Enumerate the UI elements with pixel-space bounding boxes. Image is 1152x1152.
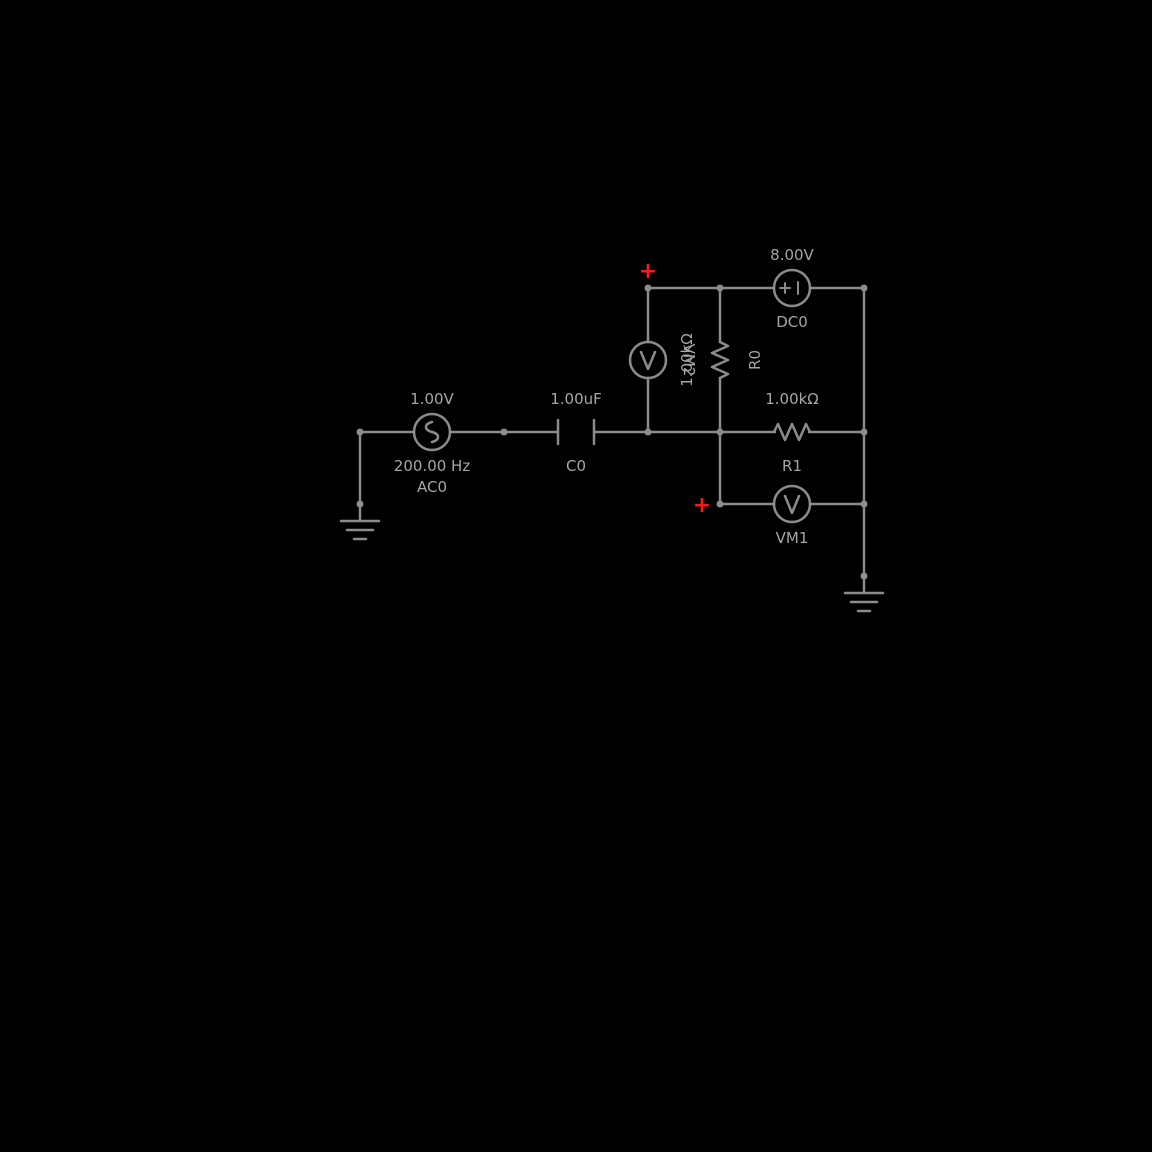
- ac-source-voltage-label: 1.00V: [410, 390, 454, 408]
- node[interactable]: [716, 428, 724, 436]
- ac-source-ac0[interactable]: 1.00V 200.00 Hz AC0: [394, 390, 471, 496]
- voltmeter-vm2[interactable]: + VM2: [628, 259, 698, 380]
- ground-left[interactable]: [339, 519, 381, 541]
- node[interactable]: [356, 428, 364, 436]
- voltmeter-vm1[interactable]: + VM1: [693, 484, 812, 547]
- vm2-name-label: VM2: [680, 344, 698, 377]
- vm2-positive-terminal: +: [639, 259, 657, 284]
- voltmeter-icon: [772, 484, 812, 524]
- node[interactable]: [500, 428, 508, 436]
- node[interactable]: [860, 428, 868, 436]
- vm1-name-label: VM1: [776, 529, 809, 547]
- node[interactable]: [356, 500, 364, 508]
- ground-right[interactable]: [843, 591, 885, 613]
- capacitor-icon: [556, 418, 596, 446]
- r1-name-label: R1: [782, 457, 802, 475]
- vm1-positive-terminal: +: [693, 493, 711, 518]
- battery-icon: [772, 268, 812, 308]
- ac-source-name-label: AC0: [417, 478, 447, 496]
- ac-source-frequency-label: 200.00 Hz: [394, 457, 471, 475]
- node[interactable]: [644, 428, 652, 436]
- node[interactable]: [860, 500, 868, 508]
- r1-value-label: 1.00kΩ: [765, 390, 819, 408]
- ground-icon: [843, 591, 885, 613]
- resistor-icon: [772, 422, 812, 442]
- sine-source-icon: [412, 412, 452, 452]
- capacitor-name-label: C0: [566, 457, 586, 475]
- resistor-r1[interactable]: 1.00kΩ R1: [765, 390, 819, 475]
- dc-source-dc0[interactable]: 8.00V DC0: [770, 246, 814, 331]
- wires: [358, 286, 866, 594]
- ground-icon: [339, 519, 381, 541]
- dc-source-name-label: DC0: [776, 313, 808, 331]
- node[interactable]: [860, 284, 868, 292]
- dc-source-value-label: 8.00V: [770, 246, 814, 264]
- r0-name-label: R0: [746, 350, 764, 370]
- node[interactable]: [644, 284, 652, 292]
- capacitor-value-label: 1.00uF: [550, 390, 602, 408]
- voltmeter-icon: [628, 340, 668, 380]
- wire-node-to-vm1[interactable]: [718, 430, 776, 506]
- node[interactable]: [860, 572, 868, 580]
- node[interactable]: [716, 284, 724, 292]
- r0-value-label: 1.00kΩ: [678, 333, 696, 387]
- capacitor-c0[interactable]: 1.00uF C0: [550, 390, 602, 475]
- node[interactable]: [716, 500, 724, 508]
- resistor-icon: [710, 340, 730, 380]
- resistor-r0[interactable]: 1.00kΩ R0: [678, 333, 764, 387]
- junction-nodes: [356, 284, 868, 580]
